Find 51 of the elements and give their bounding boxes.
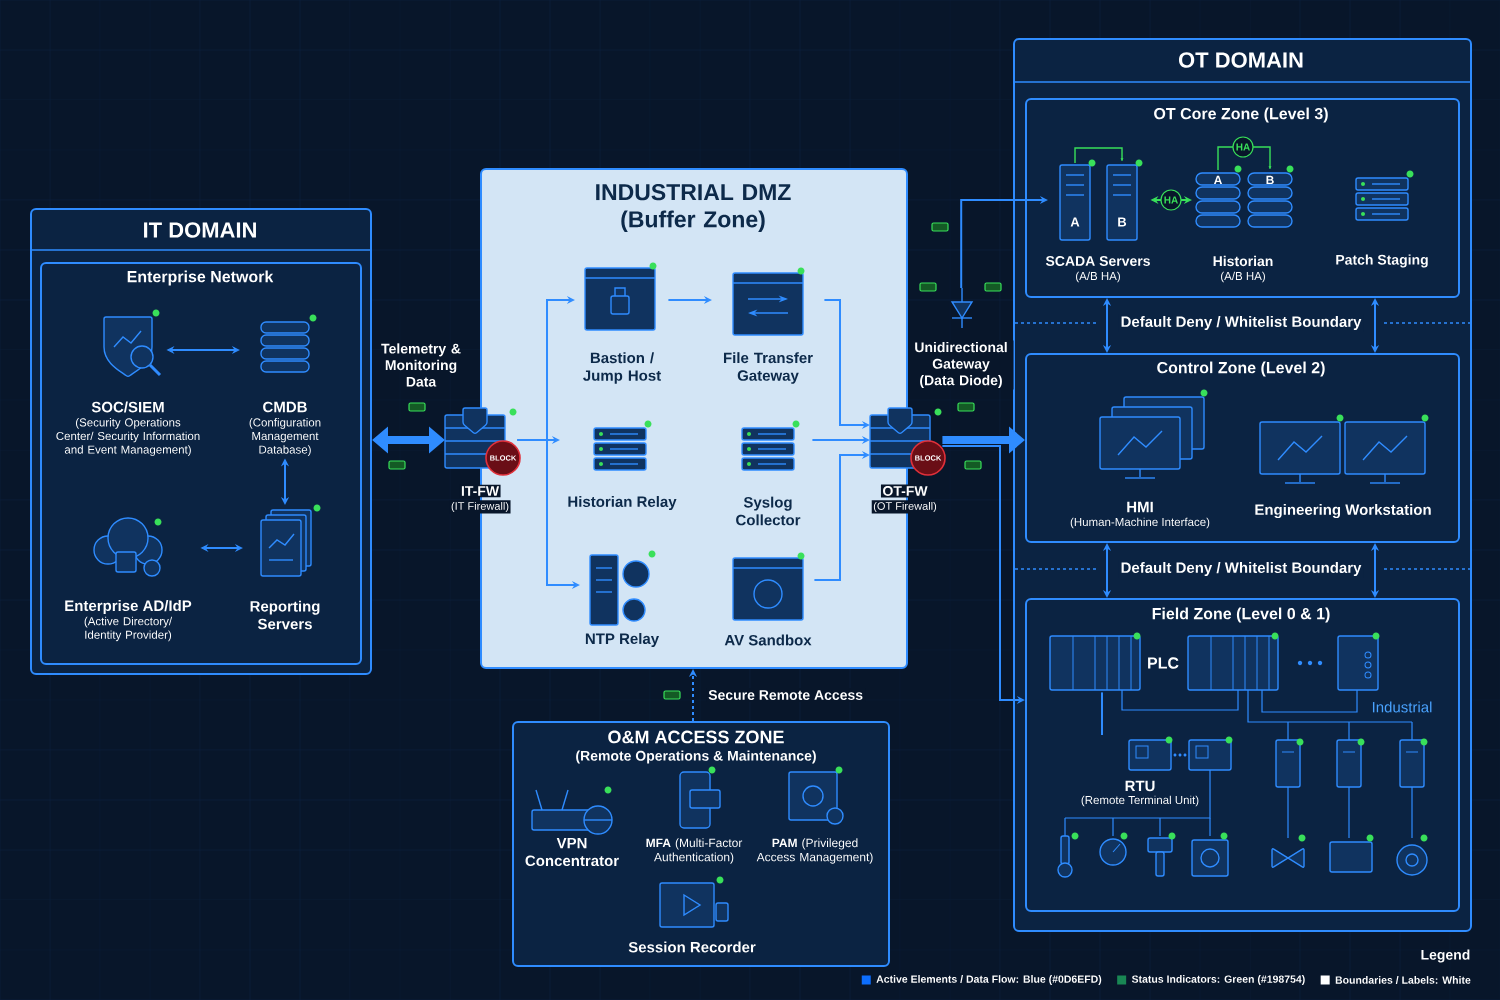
- node-title: Bastion / Jump Host: [583, 352, 661, 384]
- node-subtitle: (IT Firewall): [449, 500, 511, 514]
- node-subtitle: (Configuration Management Database): [249, 418, 321, 456]
- flow-label: Telemetry & Monitoring Data: [381, 343, 461, 387]
- server-letter: B: [1118, 217, 1127, 227]
- legend-text: Status Indicators: Green (#198754): [1131, 975, 1305, 985]
- node-subtitle: (OT Firewall): [871, 500, 939, 514]
- node-title: NTP Relay: [585, 633, 659, 647]
- network-label: Industrial: [1372, 701, 1432, 713]
- node-title: HMI: [1127, 501, 1153, 513]
- node-title: PLC: [1148, 657, 1179, 669]
- node-title: Enterprise AD/IdP: [65, 600, 192, 614]
- ha-badge: HA: [1232, 136, 1254, 158]
- node-title: AV Sandbox: [724, 634, 812, 646]
- arrow: [813, 450, 870, 581]
- node-title: SOC/SIEM: [91, 401, 164, 413]
- edge-label: Secure Remote Access: [706, 688, 866, 702]
- node-title: Historian Relay: [568, 496, 677, 510]
- database-letter: B: [1266, 175, 1274, 185]
- legend-title: Legend: [1421, 949, 1470, 963]
- node-subtitle: (A/B HA): [1221, 271, 1265, 283]
- arrow: [1102, 543, 1112, 598]
- node-title: Historian: [1213, 255, 1273, 267]
- edge-label: Default Deny / Whitelist Boundary: [1118, 314, 1364, 332]
- node-title: SCADA Servers: [1045, 256, 1150, 266]
- node-title: File Transfer Gateway: [724, 352, 813, 384]
- node-subtitle: (Active Directory/ Identity Provider): [84, 616, 173, 642]
- node-title: Reporting Servers: [250, 600, 320, 630]
- arrow: [1102, 298, 1112, 353]
- legend-text: Boundaries / Labels: White: [1335, 976, 1471, 984]
- arrow: [960, 195, 1048, 289]
- node-title: PAM (Privileged Access Management): [756, 838, 873, 864]
- node-subtitle: (A/B HA): [1076, 271, 1120, 283]
- arrow: [1370, 543, 1380, 598]
- node-subtitle: (Security Operations Center/ Security Information and Event Management): [56, 418, 200, 456]
- node-title: RTU: [1125, 780, 1155, 792]
- node-title: VPN Concentrator: [525, 837, 619, 867]
- node-title: CMDB: [263, 401, 307, 413]
- node-title: Engineering Workstation: [1255, 503, 1431, 519]
- arrow: [1370, 298, 1380, 353]
- legend-text: Active Elements / Data Flow: Blue (#0D6EFD): [876, 975, 1102, 985]
- edge-label: HA: [1160, 189, 1182, 211]
- edge-label: Default Deny / Whitelist Boundary: [1118, 560, 1364, 578]
- node-subtitle: (Remote Terminal Unit): [1081, 795, 1199, 807]
- node-title: Syslog Collector: [736, 496, 801, 526]
- node-title: Session Recorder: [628, 941, 756, 953]
- node-title: Patch Staging: [1336, 254, 1428, 268]
- database-letter: A: [1213, 175, 1222, 185]
- node-title: Unidirectional Gateway (Data Diode): [908, 340, 1014, 390]
- node-subtitle: (Human-Machine Interface): [1070, 517, 1210, 529]
- node-title: MFA (Multi-Factor Authentication): [646, 838, 743, 864]
